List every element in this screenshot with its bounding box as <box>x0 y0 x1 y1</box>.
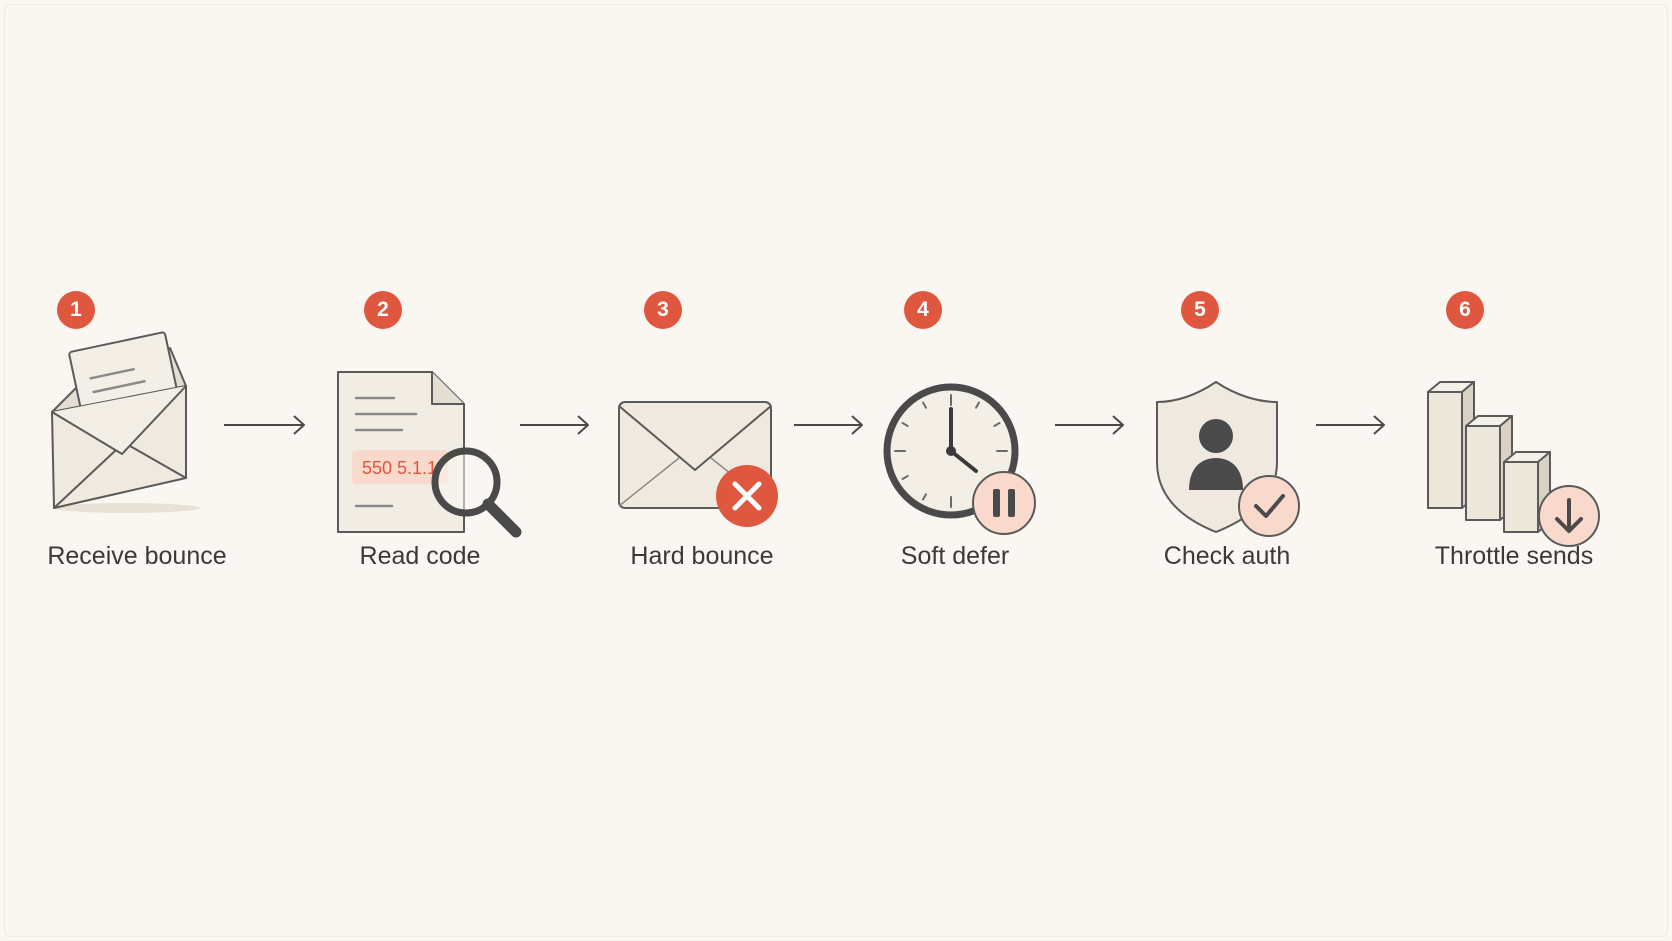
step-3-label: Hard bounce <box>630 542 774 570</box>
step-4: 4 <box>904 291 942 329</box>
step-2-label: Read code <box>359 542 481 570</box>
step-3: 3 <box>644 291 682 329</box>
step-2-label-anchor: Read code <box>360 310 481 570</box>
step-2: 2 <box>364 291 402 329</box>
step-4-label: Soft defer <box>900 542 1010 570</box>
document-magnifier-icon: 550 5.1.1 <box>337 371 522 538</box>
step-1-number-badge: 1 <box>57 291 95 329</box>
step-5: 5 <box>1181 291 1219 329</box>
step-3-number-badge: 3 <box>644 291 682 329</box>
step-6-label: Throttle sends <box>1434 542 1594 570</box>
arrow-2-to-3-icon <box>520 415 589 435</box>
step-1-label: Receive bounce <box>47 542 227 570</box>
step-5-label: Check auth <box>1163 542 1291 570</box>
arrow-5-to-6-icon <box>1316 415 1385 435</box>
canvas-frame <box>4 4 1668 937</box>
step-5-number-badge: 5 <box>1181 291 1219 329</box>
step-1-label-anchor: Receive bounce <box>47 310 226 570</box>
step-5-label-anchor: Check auth <box>1164 310 1290 570</box>
arrow-1-to-2-icon <box>224 415 305 435</box>
step-2-number-badge: 2 <box>364 291 402 329</box>
error-code-highlight <box>352 450 448 484</box>
open-envelope-icon <box>51 331 200 513</box>
step-6: 6 <box>1446 291 1484 329</box>
step-6-number-badge: 6 <box>1446 291 1484 329</box>
arrow-4-to-5-icon <box>1055 415 1124 435</box>
error-code-text: 550 5.1.1 <box>362 458 437 478</box>
arrow-3-to-4-icon <box>794 415 863 435</box>
step-3-label-anchor: Hard bounce <box>630 310 773 570</box>
step-6-label-anchor: Throttle sends <box>1435 310 1593 570</box>
bars-down-icon <box>1427 381 1600 547</box>
step-4-number-badge: 4 <box>904 291 942 329</box>
step-4-label-anchor: Soft defer <box>901 310 1009 570</box>
shield-user-check-icon <box>1156 381 1300 537</box>
step-1: 1 <box>57 291 95 329</box>
clock-pause-icon <box>883 383 1036 535</box>
envelope-x-icon <box>618 401 778 527</box>
